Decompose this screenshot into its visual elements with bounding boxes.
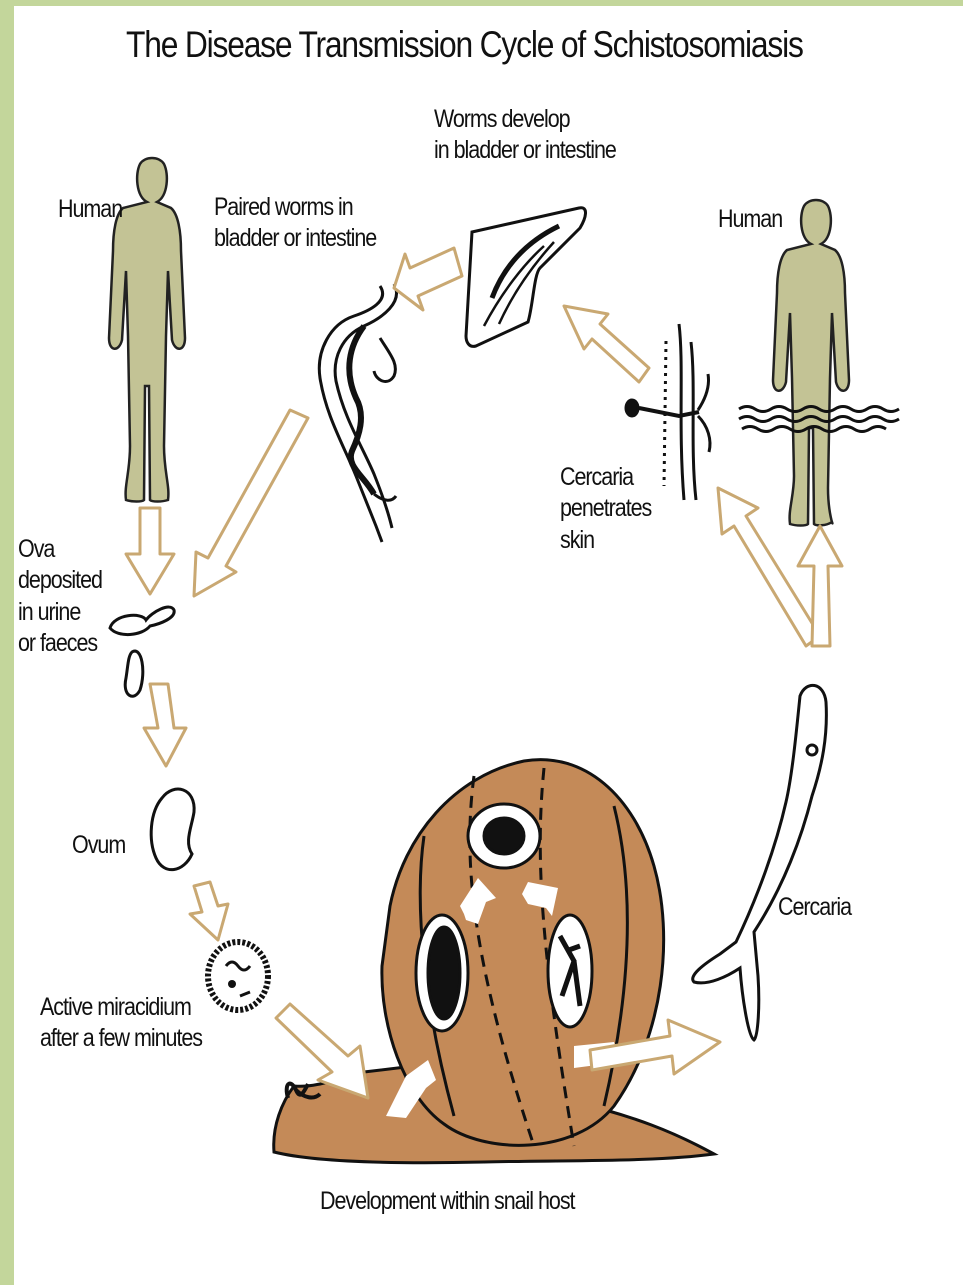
cercaria-drawing: [693, 685, 827, 1040]
water-waves: [739, 407, 899, 432]
snail-drawing: [274, 760, 714, 1163]
miracidium-drawing: [208, 942, 268, 1010]
label-human-left: Human: [58, 194, 122, 225]
label-human-right: Human: [718, 204, 782, 235]
label-cercaria: Cercaria: [778, 892, 851, 923]
worms-in-tissue-drawing: [466, 208, 586, 347]
cycle-illustration: [14, 6, 963, 1285]
ovum-drawing: [151, 789, 194, 870]
label-active-miracidium: Active miracidium after a few minutes: [40, 992, 202, 1055]
label-paired-worms: Paired worms in bladder or intestine: [214, 192, 376, 255]
label-ova-deposited: Ova deposited in urine or faeces: [18, 534, 102, 659]
label-ovum: Ovum: [72, 830, 125, 861]
paired-worms-drawing: [319, 284, 396, 542]
label-worms-develop: Worms develop in bladder or intestine: [434, 104, 616, 167]
label-snail-host: Development within snail host: [320, 1186, 575, 1217]
label-cercaria-penetrates: Cercaria penetrates skin: [560, 462, 651, 556]
diagram-canvas: The Disease Transmission Cycle of Schist…: [14, 6, 963, 1285]
diagram-title: The Disease Transmission Cycle of Schist…: [126, 24, 803, 66]
human-right-figure: [773, 200, 849, 526]
